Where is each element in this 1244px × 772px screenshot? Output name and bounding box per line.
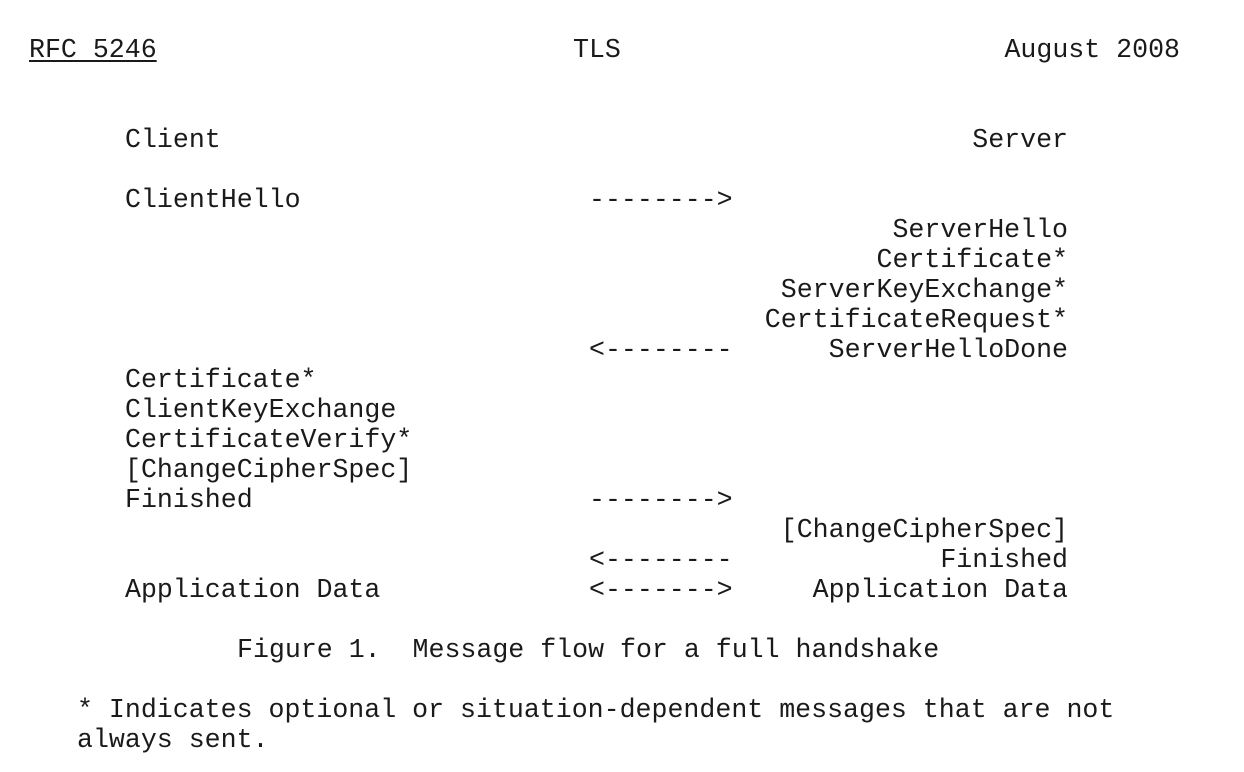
diagram-row: <-------- ServerHelloDone [0, 335, 1244, 365]
server-message: ServerHello [892, 215, 1068, 245]
diagram-row: ServerHello [0, 215, 1244, 245]
client-message: [ChangeCipherSpec] [125, 455, 413, 485]
page-header: RFC 5246 TLS August 2008 [0, 35, 1244, 65]
diagram-row: <-------- Finished [0, 545, 1244, 575]
server-message: ServerKeyExchange* [780, 275, 1068, 305]
diagram-row: CertificateVerify* [0, 425, 1244, 455]
server-message: [ChangeCipherSpec] [780, 515, 1068, 545]
diagram-row: Certificate* [0, 365, 1244, 395]
client-message: ClientKeyExchange [125, 395, 397, 425]
message-arrow: <-------> [589, 575, 733, 605]
message-arrow: --------> [589, 185, 733, 215]
server-message: ServerHelloDone [828, 335, 1068, 365]
diagram-row: CertificateRequest* [0, 305, 1244, 335]
client-message: ClientHello [125, 185, 301, 215]
publication-date: August 2008 [1004, 35, 1180, 65]
client-message: Application Data [125, 575, 381, 605]
figure-caption: Figure 1. Message flow for a full handsh… [237, 635, 940, 665]
message-arrow: --------> [589, 485, 733, 515]
server-message: Certificate* [876, 245, 1068, 275]
server-message: Application Data [812, 575, 1068, 605]
client-message: Client [125, 125, 221, 155]
client-message: Finished [125, 485, 253, 515]
diagram-row: Application Data <-------> Application Dat… [0, 575, 1244, 605]
client-message: CertificateVerify* [125, 425, 413, 455]
server-message: Server [972, 125, 1068, 155]
diagram-row: ClientKeyExchange [0, 395, 1244, 425]
diagram-row: Certificate* [0, 245, 1244, 275]
diagram-row: ServerKeyExchange* [0, 275, 1244, 305]
diagram-row: Client Server [0, 125, 1244, 155]
client-message: Certificate* [125, 365, 317, 395]
server-message: Finished [940, 545, 1068, 575]
diagram-row [0, 155, 1244, 185]
message-arrow: <-------- [589, 335, 733, 365]
rfc-number-link[interactable]: RFC 5246 [29, 35, 157, 65]
diagram-row: [ChangeCipherSpec] [0, 455, 1244, 485]
document-short-title: TLS [573, 35, 621, 65]
footnote: * Indicates optional or situation-depend… [77, 695, 1115, 755]
message-arrow: <-------- [589, 545, 733, 575]
diagram-row: Finished --------> [0, 485, 1244, 515]
diagram-row: [ChangeCipherSpec] [0, 515, 1244, 545]
server-message: CertificateRequest* [764, 305, 1068, 335]
diagram-row: ClientHello --------> [0, 185, 1244, 215]
